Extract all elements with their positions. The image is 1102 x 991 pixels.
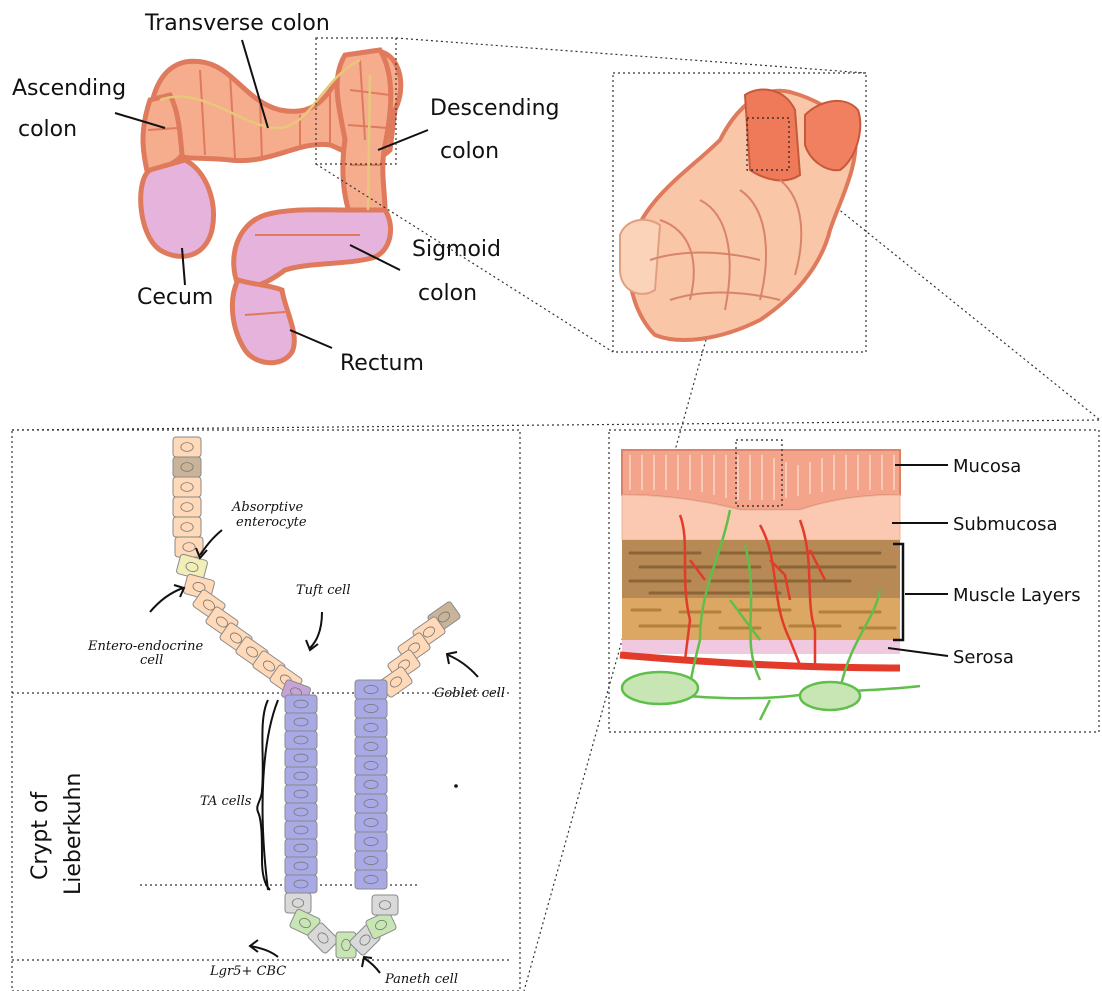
label-absorptive-line1: Absorptive xyxy=(231,500,303,515)
label-ascending-line1: Ascending xyxy=(12,76,126,101)
villus-cell xyxy=(173,477,201,497)
label-absorptive-line2: enterocyte xyxy=(236,515,307,530)
ta-cell xyxy=(355,870,387,889)
ganglion-left xyxy=(622,672,698,704)
serosa-layer xyxy=(622,640,900,654)
muscle-layer-outer xyxy=(622,540,900,598)
label-sigmoid-line1: Sigmoid xyxy=(412,237,501,262)
ta-cell xyxy=(355,756,387,775)
crypt-base-cell xyxy=(372,895,398,915)
label-descending-line2: colon xyxy=(440,139,499,164)
label-descending-line1: Descending xyxy=(430,96,560,121)
label-ascending-line2: colon xyxy=(18,117,77,142)
colon-wall-layers xyxy=(620,440,920,720)
crypt-illustration xyxy=(173,437,461,958)
label-crypt-title-line2: Lieberkuhn xyxy=(61,773,86,895)
ta-cell xyxy=(285,767,317,785)
villus-cell xyxy=(173,497,201,517)
label-sigmoid-line2: colon xyxy=(418,281,477,306)
ta-cell xyxy=(355,775,387,794)
villus-cell xyxy=(173,437,201,457)
ta-cell xyxy=(355,794,387,813)
villus-cell xyxy=(173,517,201,537)
label-goblet: Goblet cell xyxy=(434,686,505,701)
label-lgr5: Lgr5+ CBC xyxy=(209,964,286,979)
label-transverse-colon: Transverse colon xyxy=(144,11,330,36)
ta-cell xyxy=(355,680,387,699)
villus-cell xyxy=(173,457,201,477)
label-submucosa: Submucosa xyxy=(953,514,1058,535)
ta-cell xyxy=(355,851,387,870)
ta-cell xyxy=(285,839,317,857)
label-tuft: Tuft cell xyxy=(296,583,351,598)
colon-segment-zoom xyxy=(620,90,860,340)
label-cecum: Cecum xyxy=(137,285,213,310)
ta-cell xyxy=(285,875,317,893)
label-mucosa: Mucosa xyxy=(953,456,1021,477)
ta-cell xyxy=(285,731,317,749)
label-entero-line1: Entero-endocrine xyxy=(87,639,203,654)
ta-cell xyxy=(285,695,317,713)
ta-cell xyxy=(285,857,317,875)
label-paneth: Paneth cell xyxy=(384,972,458,987)
stray-dot xyxy=(454,784,458,788)
label-rectum: Rectum xyxy=(340,351,424,376)
label-crypt-title-line1: Crypt of xyxy=(28,791,53,880)
cecum-shape xyxy=(141,160,214,256)
ta-cell xyxy=(355,813,387,832)
ta-cell xyxy=(355,699,387,718)
ta-cell xyxy=(285,803,317,821)
rectum-shape xyxy=(232,280,294,363)
ta-cell xyxy=(355,718,387,737)
ta-cell xyxy=(285,749,317,767)
muscle-layer-inner xyxy=(622,598,900,640)
ganglion-right xyxy=(800,682,860,710)
label-muscle-layers: Muscle Layers xyxy=(953,585,1081,606)
label-entero-line2: cell xyxy=(140,653,163,668)
ta-cell xyxy=(285,785,317,803)
ta-cell xyxy=(285,713,317,731)
sigmoid-colon-shape xyxy=(234,210,391,287)
label-ta-cells: TA cells xyxy=(200,794,252,809)
label-serosa: Serosa xyxy=(953,647,1014,668)
ta-cell xyxy=(355,832,387,851)
ta-cell xyxy=(285,821,317,839)
large-intestine-illustration xyxy=(141,50,401,363)
ta-cell xyxy=(355,737,387,756)
